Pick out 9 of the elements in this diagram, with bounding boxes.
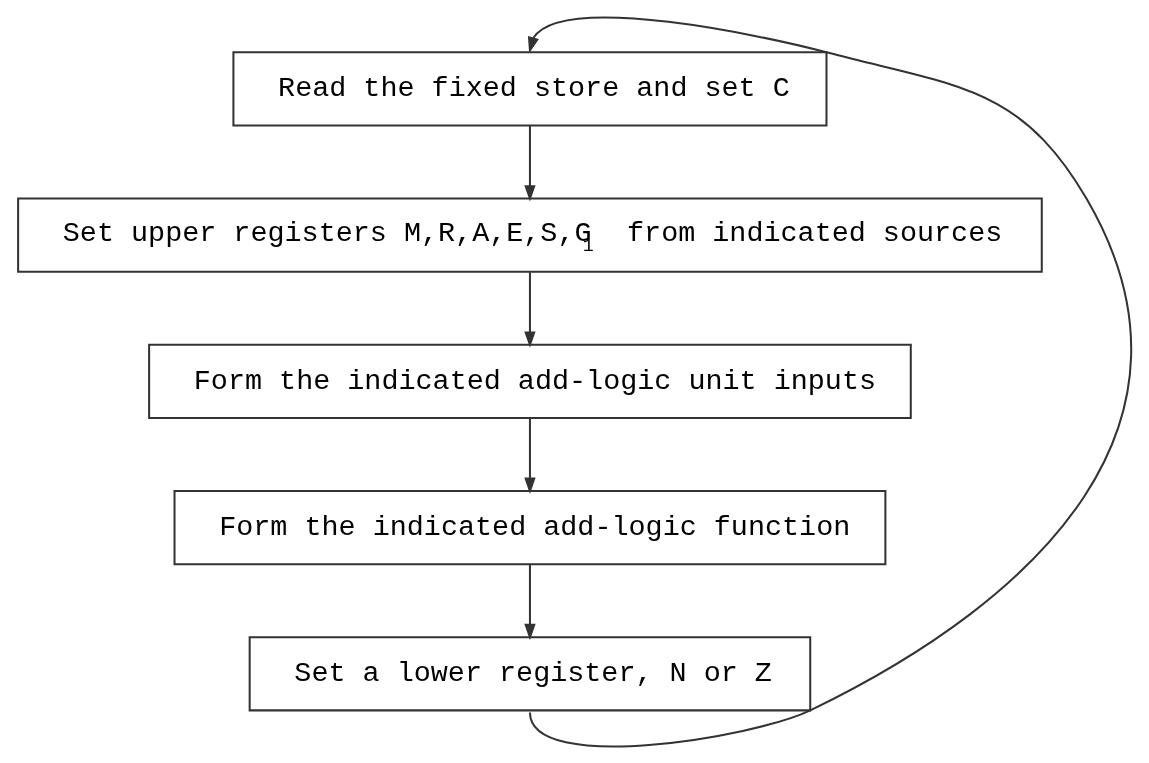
node-box: Read the fixed store and set C: [231, 51, 827, 127]
node-box: Set a lower register, N or Z: [248, 636, 811, 712]
node-box: Form the indicated add-logic function: [173, 490, 886, 566]
arrow: [527, 16, 1132, 748]
arrow: [523, 126, 536, 202]
node-box: Form the indicated add-logic unit inputs: [147, 343, 912, 419]
arrow: [523, 272, 536, 348]
arrow: [523, 564, 536, 641]
arrow: [523, 418, 536, 494]
